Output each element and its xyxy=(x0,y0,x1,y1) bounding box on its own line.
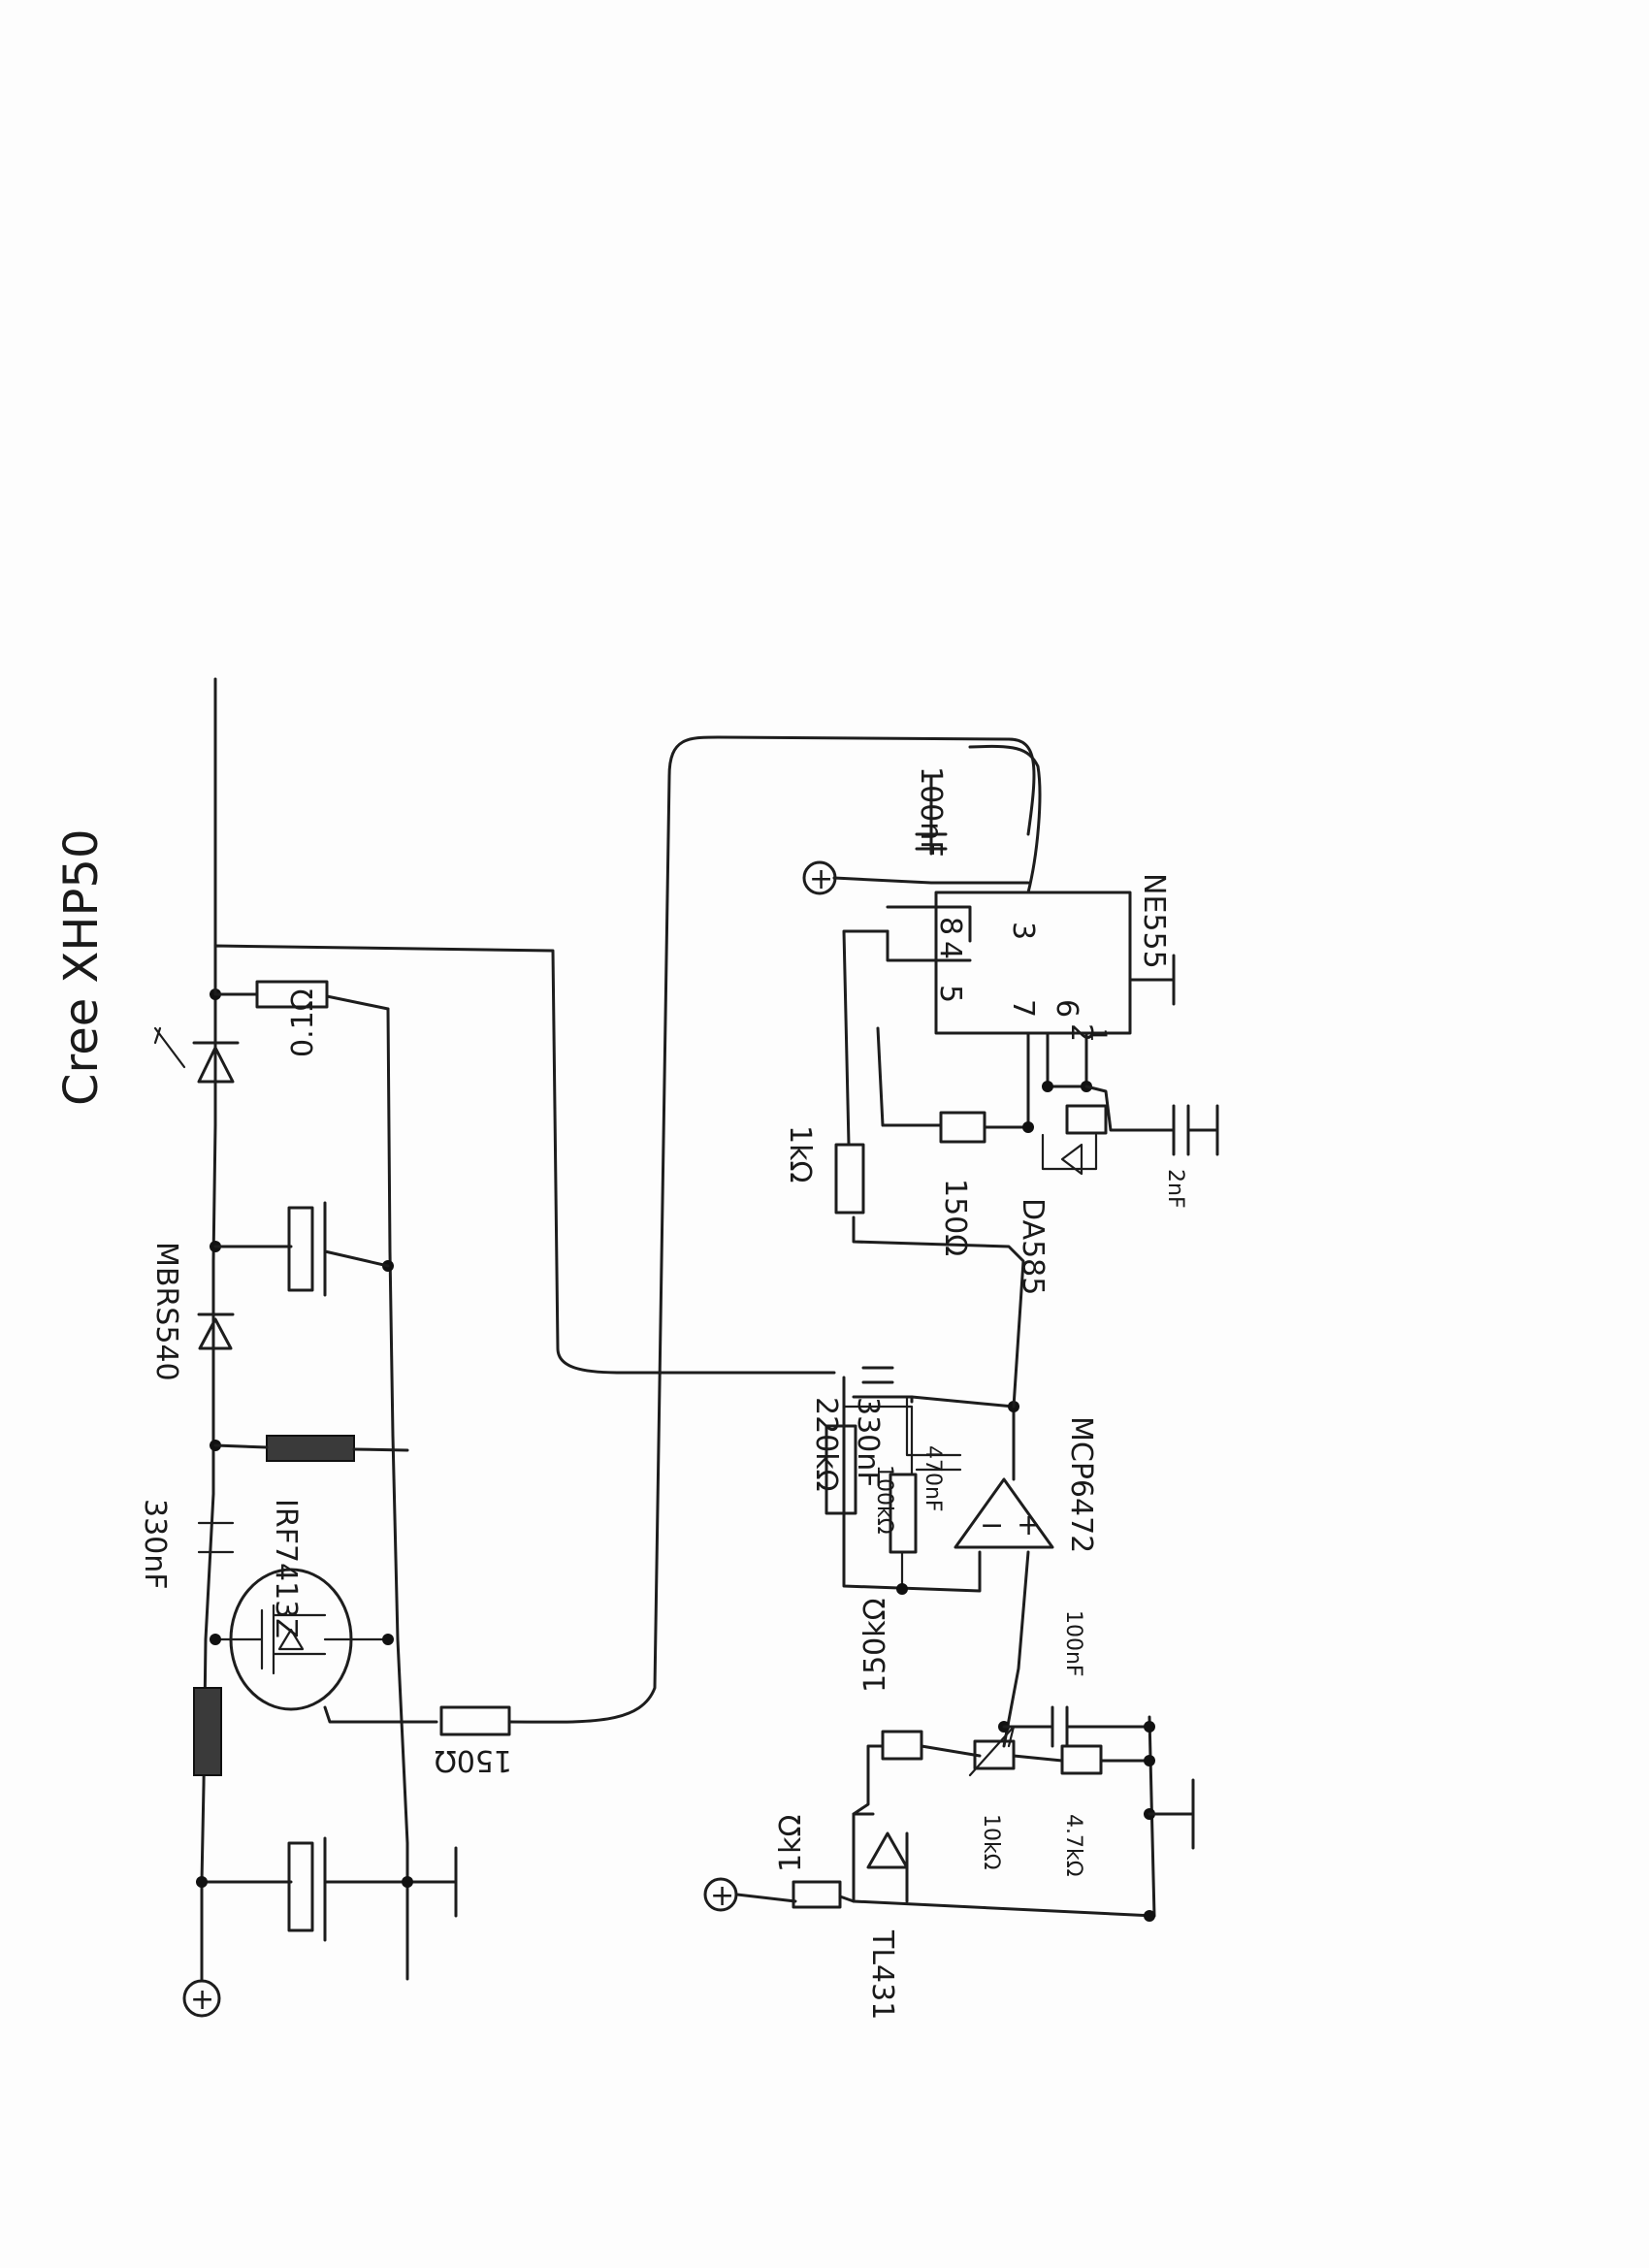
reference-section: + 1kΩ TL431 150kΩ 10kΩ 4.7kΩ 100nF xyxy=(703,1598,1195,2020)
r-150-timer-label: 150Ω xyxy=(938,1179,972,1256)
r-220k xyxy=(824,1424,857,1515)
r-150k xyxy=(881,1730,923,1761)
r-150k-label: 150kΩ xyxy=(858,1598,892,1693)
r-1k-timer xyxy=(834,1143,865,1215)
gate-resistor-label: 150Ω xyxy=(435,1743,512,1777)
mosfet: IRF7413Z xyxy=(213,1499,438,1724)
svg-text:−: − xyxy=(980,1508,1004,1542)
inductor-upper xyxy=(266,1435,355,1462)
r-47k xyxy=(1060,1744,1103,1775)
title-text: Cree XHP50 xyxy=(54,828,109,1106)
svg-text:4: 4 xyxy=(933,941,967,959)
mosfet-label: IRF7413Z xyxy=(269,1499,303,1638)
output-capacitor xyxy=(213,1201,390,1297)
shunt-resistor: 0.1Ω xyxy=(213,944,836,1375)
r-10k-label: 10kΩ xyxy=(979,1814,1003,1870)
svg-text:6: 6 xyxy=(1050,999,1083,1018)
led xyxy=(153,1026,240,1084)
svg-text:3: 3 xyxy=(1006,922,1040,940)
svg-text:7: 7 xyxy=(1006,999,1040,1018)
plus-supply-label: + xyxy=(809,862,833,896)
timer-section: 1kΩ + 100nF 5 4 8 3 7 6 2 1 NE555 150Ω xyxy=(783,744,1219,1295)
diode-label: MBRS540 xyxy=(149,1242,183,1381)
ne555-chip xyxy=(934,891,1132,1035)
cap-100nf-ref-label: 100nF xyxy=(1061,1610,1085,1677)
shunt-label: 0.1Ω xyxy=(286,988,320,1057)
power-stage: + IRF7413Z 150Ω xyxy=(138,677,1036,2018)
r-47k-label: 4.7kΩ xyxy=(1061,1814,1085,1877)
tl431-label: TL431 xyxy=(865,1929,899,2020)
cap-470nf-label: 470nF xyxy=(921,1445,945,1512)
r-100k-label: 100kΩ xyxy=(872,1465,896,1535)
r-1k-ref-label: 1kΩ xyxy=(774,1815,808,1872)
opamp-label: MCP6472 xyxy=(1064,1416,1098,1553)
opamp-symbol xyxy=(954,1477,1054,1549)
plus-input-label: + xyxy=(190,1983,214,2017)
r-220k-label: 220kΩ xyxy=(809,1397,843,1492)
r-150-timer xyxy=(939,1111,986,1144)
svg-text:5: 5 xyxy=(933,985,967,1003)
input-capacitor xyxy=(200,1836,409,1942)
svg-text:+: + xyxy=(1017,1508,1041,1542)
cap-330nf-fb-label: 330nF xyxy=(851,1397,885,1488)
r-1k-ref xyxy=(792,1880,842,1909)
cap-timer-label: 100nF xyxy=(914,766,948,858)
inductor-lower xyxy=(193,1687,222,1776)
ne555-label: NE555 xyxy=(1137,873,1171,969)
ref-ground-icon xyxy=(1148,1778,1195,1850)
svg-text:8: 8 xyxy=(933,917,967,935)
cap-330nf-label: 330nF xyxy=(138,1499,172,1590)
plus-ref-label: + xyxy=(710,1879,734,1913)
schottky-diode: MBRS540 xyxy=(149,1242,235,1381)
svg-text:2: 2 xyxy=(1064,1023,1098,1042)
timer-diode-label: DA585 xyxy=(1016,1198,1050,1295)
cap-330nf: 330nF xyxy=(138,1499,235,1590)
svg-text:1: 1 xyxy=(1085,1028,1110,1042)
opamp-section: − + MCP6472 220kΩ 100kΩ 330nF 470nF xyxy=(809,1215,1098,1748)
timer-ground-icon xyxy=(1128,954,1176,1006)
ground-icon xyxy=(405,1846,458,1918)
r-1k-timer-label: 1kΩ xyxy=(783,1125,817,1183)
cap-2nf-label: 2nF xyxy=(1163,1169,1187,1209)
